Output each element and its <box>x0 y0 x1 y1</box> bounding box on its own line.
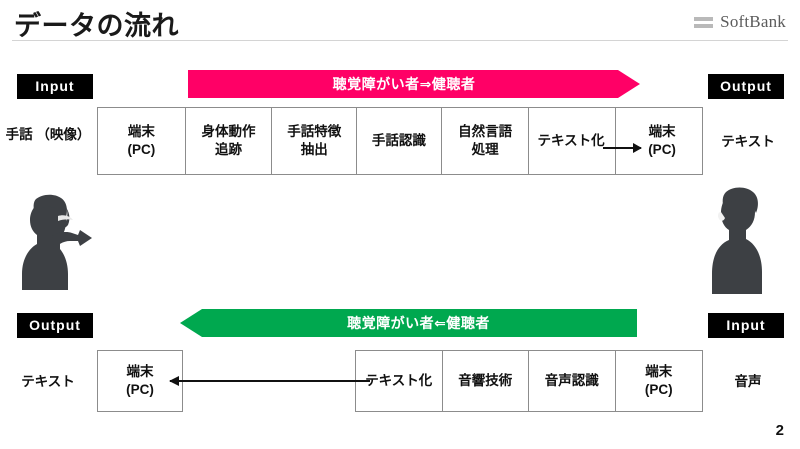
flow1-step-6-line1: テキスト化 <box>537 133 605 149</box>
flow2-target-label-line1: テキスト <box>21 374 75 389</box>
flow1-step-3-line2: 抽出 <box>300 142 328 157</box>
flow2-terminal-step[interactable]: 端末 (PC) <box>98 351 182 411</box>
flow1-step-7[interactable]: 端末 (PC) <box>616 108 702 174</box>
flow2-step-2-line1: 音響技術 <box>458 373 513 389</box>
flow1-connector-arrow-icon <box>603 143 642 153</box>
flow1-source-label-line1: 手話 <box>5 127 33 142</box>
flow1-step-3-line1: 手話特徴 <box>287 124 342 140</box>
person-signing-icon <box>22 194 92 290</box>
flow1-input-badge: Input <box>17 74 93 99</box>
flow1-step-1-line1: 端末 <box>127 124 155 140</box>
flow1-direction-banner: 聴覚障がい者⇒健聴者 <box>188 70 640 98</box>
flow1-step-2-line2: 追跡 <box>215 142 243 157</box>
flow2-step-2[interactable]: 音響技術 <box>443 351 529 411</box>
flow2-step-1-line1: テキスト化 <box>365 373 433 389</box>
flow2-step-4-line1: 端末 <box>645 364 673 380</box>
flow1-output-badge: Output <box>708 74 784 99</box>
flow1-step-1[interactable]: 端末 (PC) <box>98 108 186 174</box>
header-divider <box>12 40 788 41</box>
flow2-step-1[interactable]: テキスト化 <box>356 351 443 411</box>
flow1-step-5-line2: 処理 <box>471 142 499 157</box>
flow1-step-6[interactable]: テキスト化 <box>529 108 617 174</box>
flow2-step-4[interactable]: 端末 (PC) <box>616 351 703 411</box>
flow1-step-2-line1: 身体動作 <box>201 124 256 140</box>
flow1-step-5[interactable]: 自然言語 処理 <box>442 108 530 174</box>
softbank-bars-logo-icon <box>694 16 714 28</box>
flow2-output-badge: Output <box>17 313 93 338</box>
flow2-input-badge: Input <box>708 313 784 338</box>
page-number: 2 <box>775 422 784 439</box>
flow2-terminal-step-line1: 端末 <box>126 364 154 380</box>
flow2-step-3-line1: 音声認識 <box>544 373 599 389</box>
flow2-terminal-pipeline: 端末 (PC) <box>97 350 183 412</box>
flow1-step-2[interactable]: 身体動作 追跡 <box>186 108 273 174</box>
person-listening-icon <box>712 187 762 294</box>
page-title: データの流れ <box>14 11 179 41</box>
flow2-step-4-line2: (PC) <box>644 382 673 397</box>
flow2-direction-banner: 聴覚障がい者⇐健聴者 <box>180 309 637 337</box>
flow1-target-label-line1: テキスト <box>721 134 775 149</box>
flow1-step-4[interactable]: 手話認識 <box>357 108 442 174</box>
flow1-target-person <box>702 184 782 299</box>
flow1-source-person <box>6 186 110 295</box>
flow1-source-label-line2: （映像） <box>36 127 91 142</box>
flow1-banner-label: 聴覚障がい者⇒健聴者 <box>332 76 476 92</box>
flow1-step-3[interactable]: 手話特徴 抽出 <box>272 108 358 174</box>
flow2-pipeline: テキスト化 音響技術 音声認識 端末 (PC) <box>355 350 703 412</box>
flow2-source-label: 音声 <box>700 373 796 391</box>
flow1-source-label: 手話 （映像） <box>0 126 96 144</box>
flow1-step-1-line2: (PC) <box>127 142 156 157</box>
flow1-pipeline: 端末 (PC) 身体動作 追跡 手話特徴 抽出 手話認識 自然言語 処理 <box>97 107 703 175</box>
flow2-terminal-step-line2: (PC) <box>126 382 154 397</box>
flow2-connector-arrow-icon <box>169 376 370 386</box>
brand-name-label: SoftBank <box>720 12 786 31</box>
flow1-step-7-line2: (PC) <box>648 142 676 157</box>
flow2-target-label: テキスト <box>0 373 96 391</box>
flow1-step-5-line1: 自然言語 <box>458 124 513 140</box>
flow2-step-3[interactable]: 音声認識 <box>529 351 616 411</box>
flow1-step-4-line1: 手話認識 <box>371 133 426 149</box>
softbank-logo: SoftBank <box>694 12 786 32</box>
flow1-step-7-line1: 端末 <box>648 124 676 140</box>
flow1-target-label: テキスト <box>700 133 796 151</box>
flow2-source-label-line1: 音声 <box>734 374 762 389</box>
flow2-banner-label: 聴覚障がい者⇐健聴者 <box>347 315 490 331</box>
